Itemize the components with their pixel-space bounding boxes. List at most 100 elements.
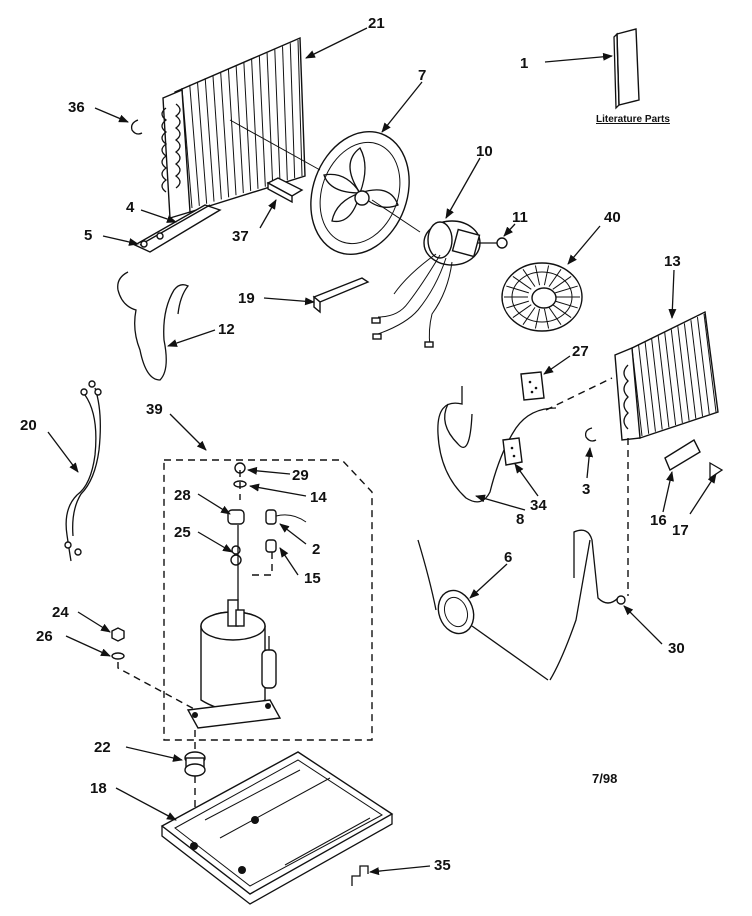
blower-blade — [548, 307, 562, 325]
condenser-fin — [220, 71, 230, 198]
tube-12 — [117, 271, 190, 381]
callout-29: 29 — [292, 467, 309, 484]
blower-blade — [548, 269, 562, 287]
clip-3 — [584, 427, 597, 442]
condenser-fin — [243, 62, 252, 191]
blower-blade — [506, 285, 529, 294]
evaporator-fin — [644, 341, 656, 432]
callout-34: 34 — [530, 497, 547, 514]
callout-16: 16 — [650, 512, 667, 529]
blower-blade — [506, 300, 529, 309]
rail-bracket — [133, 204, 222, 253]
foam-block — [266, 177, 304, 204]
callout-14: 14 — [310, 489, 327, 506]
literature-booklet — [613, 28, 640, 110]
callout-7: 7 — [418, 67, 426, 84]
evaporator-fin — [651, 338, 663, 430]
blower-blade — [543, 265, 550, 286]
heater-strip — [312, 277, 370, 314]
callout-5: 5 — [84, 227, 92, 244]
condenser-fin — [282, 46, 288, 181]
callout-21: 21 — [368, 15, 385, 32]
condenser-fin — [251, 59, 259, 189]
base-pan — [160, 751, 394, 905]
condenser-fin — [297, 39, 303, 177]
compressor — [186, 599, 282, 729]
callout-11: 11 — [512, 209, 528, 226]
callout-35: 35 — [434, 857, 451, 874]
blower-blade — [534, 308, 541, 329]
callout-8: 8 — [516, 511, 524, 528]
mount-nut — [111, 627, 125, 660]
evaporator-fin — [690, 320, 704, 417]
callout-3: 3 — [582, 481, 590, 498]
callout-numbers: 1 2 3 4 5 6 7 8 10 11 12 13 14 15 16 17 … — [20, 15, 689, 874]
fan-nut — [496, 237, 508, 249]
clip-35 — [351, 865, 369, 886]
evaporator-fin — [657, 335, 670, 428]
condenser-fin — [204, 78, 215, 202]
fan-shroud — [229, 119, 410, 256]
callout-4: 4 — [126, 199, 135, 216]
evaporator-fin — [664, 332, 677, 426]
thermostat-27 — [520, 371, 545, 401]
blower-blade — [552, 276, 572, 290]
callout-37: 37 — [232, 228, 249, 245]
callout-30: 30 — [668, 640, 685, 657]
blower-blade — [552, 304, 572, 318]
callout-leaders — [47, 27, 717, 876]
callout-1: 1 — [520, 55, 528, 72]
callout-15: 15 — [304, 570, 321, 587]
callout-12: 12 — [218, 321, 235, 338]
blower-blade — [512, 276, 532, 290]
blower-blade — [512, 304, 532, 318]
evaporator-fin — [638, 344, 650, 434]
condenser-fin — [189, 84, 200, 206]
callout-20: 20 — [20, 417, 37, 434]
tube-6 — [417, 539, 591, 681]
callout-18: 18 — [90, 780, 107, 797]
compressor-kit-outline — [163, 459, 373, 741]
thermostat-34 — [502, 437, 523, 466]
evaporator-fin — [683, 323, 697, 419]
callout-27: 27 — [572, 343, 589, 360]
clip-36 — [130, 119, 143, 135]
callout-2: 2 — [312, 541, 320, 558]
condenser-fin — [258, 55, 266, 187]
evaporator-coil — [614, 310, 719, 441]
mount-leader — [117, 662, 197, 711]
callout-19: 19 — [238, 290, 255, 307]
condenser-fin — [235, 65, 244, 194]
evaporator-fin — [703, 313, 717, 413]
condenser-fin — [274, 49, 281, 183]
tube-8 — [437, 386, 557, 503]
literature-parts-label: Literature Parts — [596, 114, 670, 125]
callout-10: 10 — [476, 143, 493, 160]
tube-8-loop — [444, 403, 473, 449]
evaporator-fin — [670, 329, 683, 423]
evaporator-fin — [696, 317, 710, 415]
blower-blade — [522, 307, 536, 325]
callout-26: 26 — [36, 628, 53, 645]
date-code: 7/98 — [592, 771, 617, 786]
callout-24: 24 — [52, 604, 69, 621]
blower-blade — [555, 300, 578, 309]
callout-6: 6 — [504, 549, 512, 566]
callout-13: 13 — [664, 253, 681, 270]
callout-28: 28 — [174, 487, 191, 504]
fan-motor — [371, 199, 505, 348]
callout-39: 39 — [146, 401, 163, 418]
condenser-fin — [266, 52, 274, 185]
evaporator-fin — [677, 326, 690, 421]
callout-36: 36 — [68, 99, 85, 116]
callout-22: 22 — [94, 739, 111, 756]
drain-cover — [664, 439, 724, 480]
callout-25: 25 — [174, 524, 191, 541]
wire-harness — [64, 380, 102, 562]
condenser-fin — [212, 75, 222, 200]
tube-30 — [573, 438, 629, 605]
condenser-fin — [227, 68, 237, 196]
blower-blade — [534, 265, 541, 286]
grommet — [184, 751, 206, 777]
